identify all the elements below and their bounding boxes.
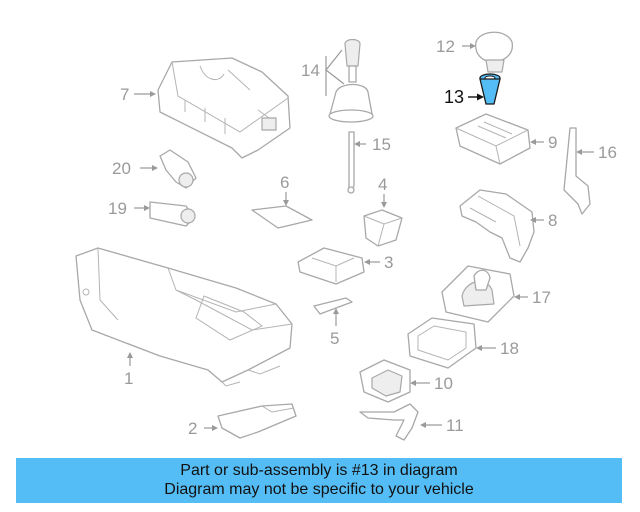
callout-15: 15 (372, 135, 391, 154)
callout-2: 2 (188, 419, 197, 438)
part-11-wire-bracket (359, 403, 419, 441)
parts-diagram: 7 14 12 13 15 9 16 20 6 4 19 8 3 17 5 18… (75, 31, 617, 441)
part-6-tray-insert (251, 205, 313, 229)
callout-7: 7 (120, 85, 129, 104)
part-15-rod (347, 131, 355, 194)
part-8-shifter-bracket (459, 189, 535, 263)
callout-13: 13 (444, 87, 464, 107)
part-18-trim-ring (407, 317, 477, 369)
part-13-highlighted-sleeve (479, 73, 501, 105)
callout-5: 5 (330, 329, 339, 348)
callout-10: 10 (434, 374, 453, 393)
callout-17: 17 (532, 288, 551, 307)
part-1-console-body (75, 247, 293, 387)
part-16-lever-arm (563, 127, 591, 215)
part-17-boot-frame (441, 265, 515, 323)
callout-6: 6 (280, 173, 289, 192)
part-5-clip (313, 297, 353, 315)
part-2-mounting-bracket (217, 403, 297, 439)
part-20-connector (159, 149, 197, 189)
callout-12: 12 (436, 37, 455, 56)
callout-19: 19 (108, 199, 127, 218)
callout-11: 11 (446, 416, 464, 435)
part-19-lighter-socket (149, 201, 196, 227)
part-3-tray (297, 247, 365, 285)
part-10-bezel (359, 359, 411, 403)
info-banner: Part or sub-assembly is #13 in diagram D… (16, 458, 622, 503)
part-14-gear-lever (328, 38, 374, 123)
callout-labels: 7 14 12 13 15 9 16 20 6 4 19 8 3 17 5 18… (108, 37, 617, 438)
part-12-shift-knob (475, 31, 514, 73)
part-4-small-bin (363, 209, 403, 247)
callout-18: 18 (500, 339, 519, 358)
banner-line-2: Diagram may not be specific to your vehi… (164, 481, 474, 498)
callout-20: 20 (112, 159, 131, 178)
banner-line-1: Part or sub-assembly is #13 in diagram (180, 462, 458, 479)
callout-3: 3 (384, 253, 393, 272)
callout-9: 9 (548, 133, 557, 152)
part-9-indicator-panel (455, 113, 531, 165)
part-7-shifter-housing (157, 57, 291, 159)
callout-4: 4 (378, 175, 387, 194)
leader-lines (127, 43, 594, 431)
callout-16: 16 (598, 143, 617, 162)
callout-14: 14 (301, 61, 320, 80)
callout-1: 1 (124, 369, 133, 388)
callout-8: 8 (548, 211, 557, 230)
